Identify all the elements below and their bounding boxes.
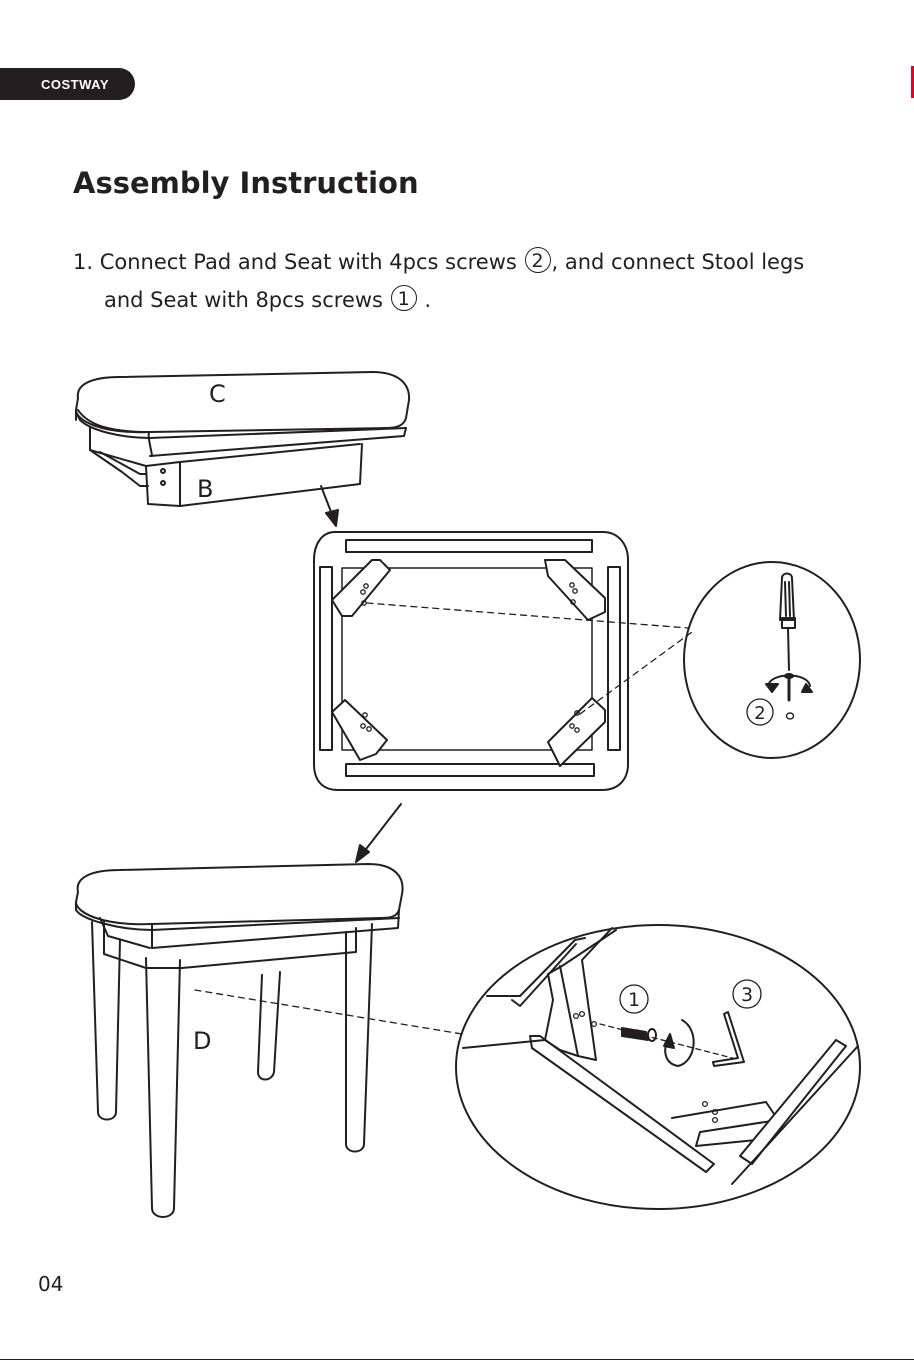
screwdriver-detail-callout: [684, 562, 860, 758]
label-legs-d: D: [193, 1027, 211, 1055]
assembled-stool-illustration: [76, 864, 403, 1217]
callout-number-3: 3: [741, 984, 753, 1006]
page-number: 04: [38, 1272, 63, 1296]
leg-screw-detail-callout: [456, 925, 860, 1209]
seat-frame-underside: [314, 532, 628, 790]
label-pad-b: B: [197, 475, 213, 503]
label-cushion-c: C: [209, 380, 226, 408]
seat-pad-illustration: [90, 428, 362, 506]
callout-number-2: 2: [754, 703, 765, 724]
bottom-rule: [0, 1359, 914, 1360]
callout-number-1: 1: [628, 989, 640, 1011]
